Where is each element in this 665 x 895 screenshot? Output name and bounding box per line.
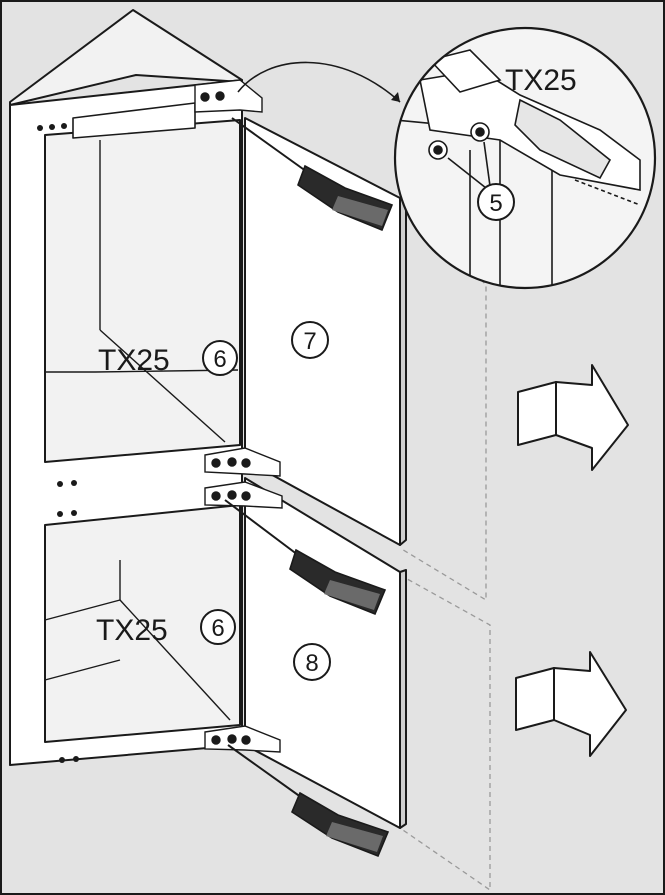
lower-door-number: 8	[305, 650, 318, 677]
screwdriver-icon	[231, 117, 394, 232]
step-circle-6-upper	[202, 340, 238, 376]
screwdriver-icon	[224, 499, 387, 616]
move-right-arrow-icon	[517, 364, 629, 471]
upper-hinge-step-number: 6	[213, 346, 226, 373]
step-circle-5	[477, 183, 515, 221]
fridge-cabinet-icon	[9, 9, 243, 766]
move-right-arrow-icon	[515, 651, 627, 757]
step-circle-7	[291, 321, 329, 359]
zoom-detail-circle	[393, 26, 657, 290]
upper-door-number: 7	[303, 328, 316, 355]
zoom-tool-label: TX25	[505, 64, 577, 97]
lower-tool-label: TX25	[96, 614, 168, 647]
hinge-icon	[204, 725, 281, 753]
hinge-icon	[194, 79, 263, 113]
zoom-pointer-arrow	[237, 61, 401, 103]
step-circle-6-lower	[200, 609, 236, 645]
lower-hinge-step-number: 6	[211, 615, 224, 642]
screw-step-number: 5	[489, 190, 502, 217]
hinge-icon	[204, 447, 281, 477]
hinge-icon	[204, 481, 283, 509]
upper-tool-label: TX25	[98, 344, 170, 377]
moved-door-outlines	[399, 194, 491, 892]
step-circle-8	[293, 643, 331, 681]
screwdriver-icon	[227, 744, 390, 858]
